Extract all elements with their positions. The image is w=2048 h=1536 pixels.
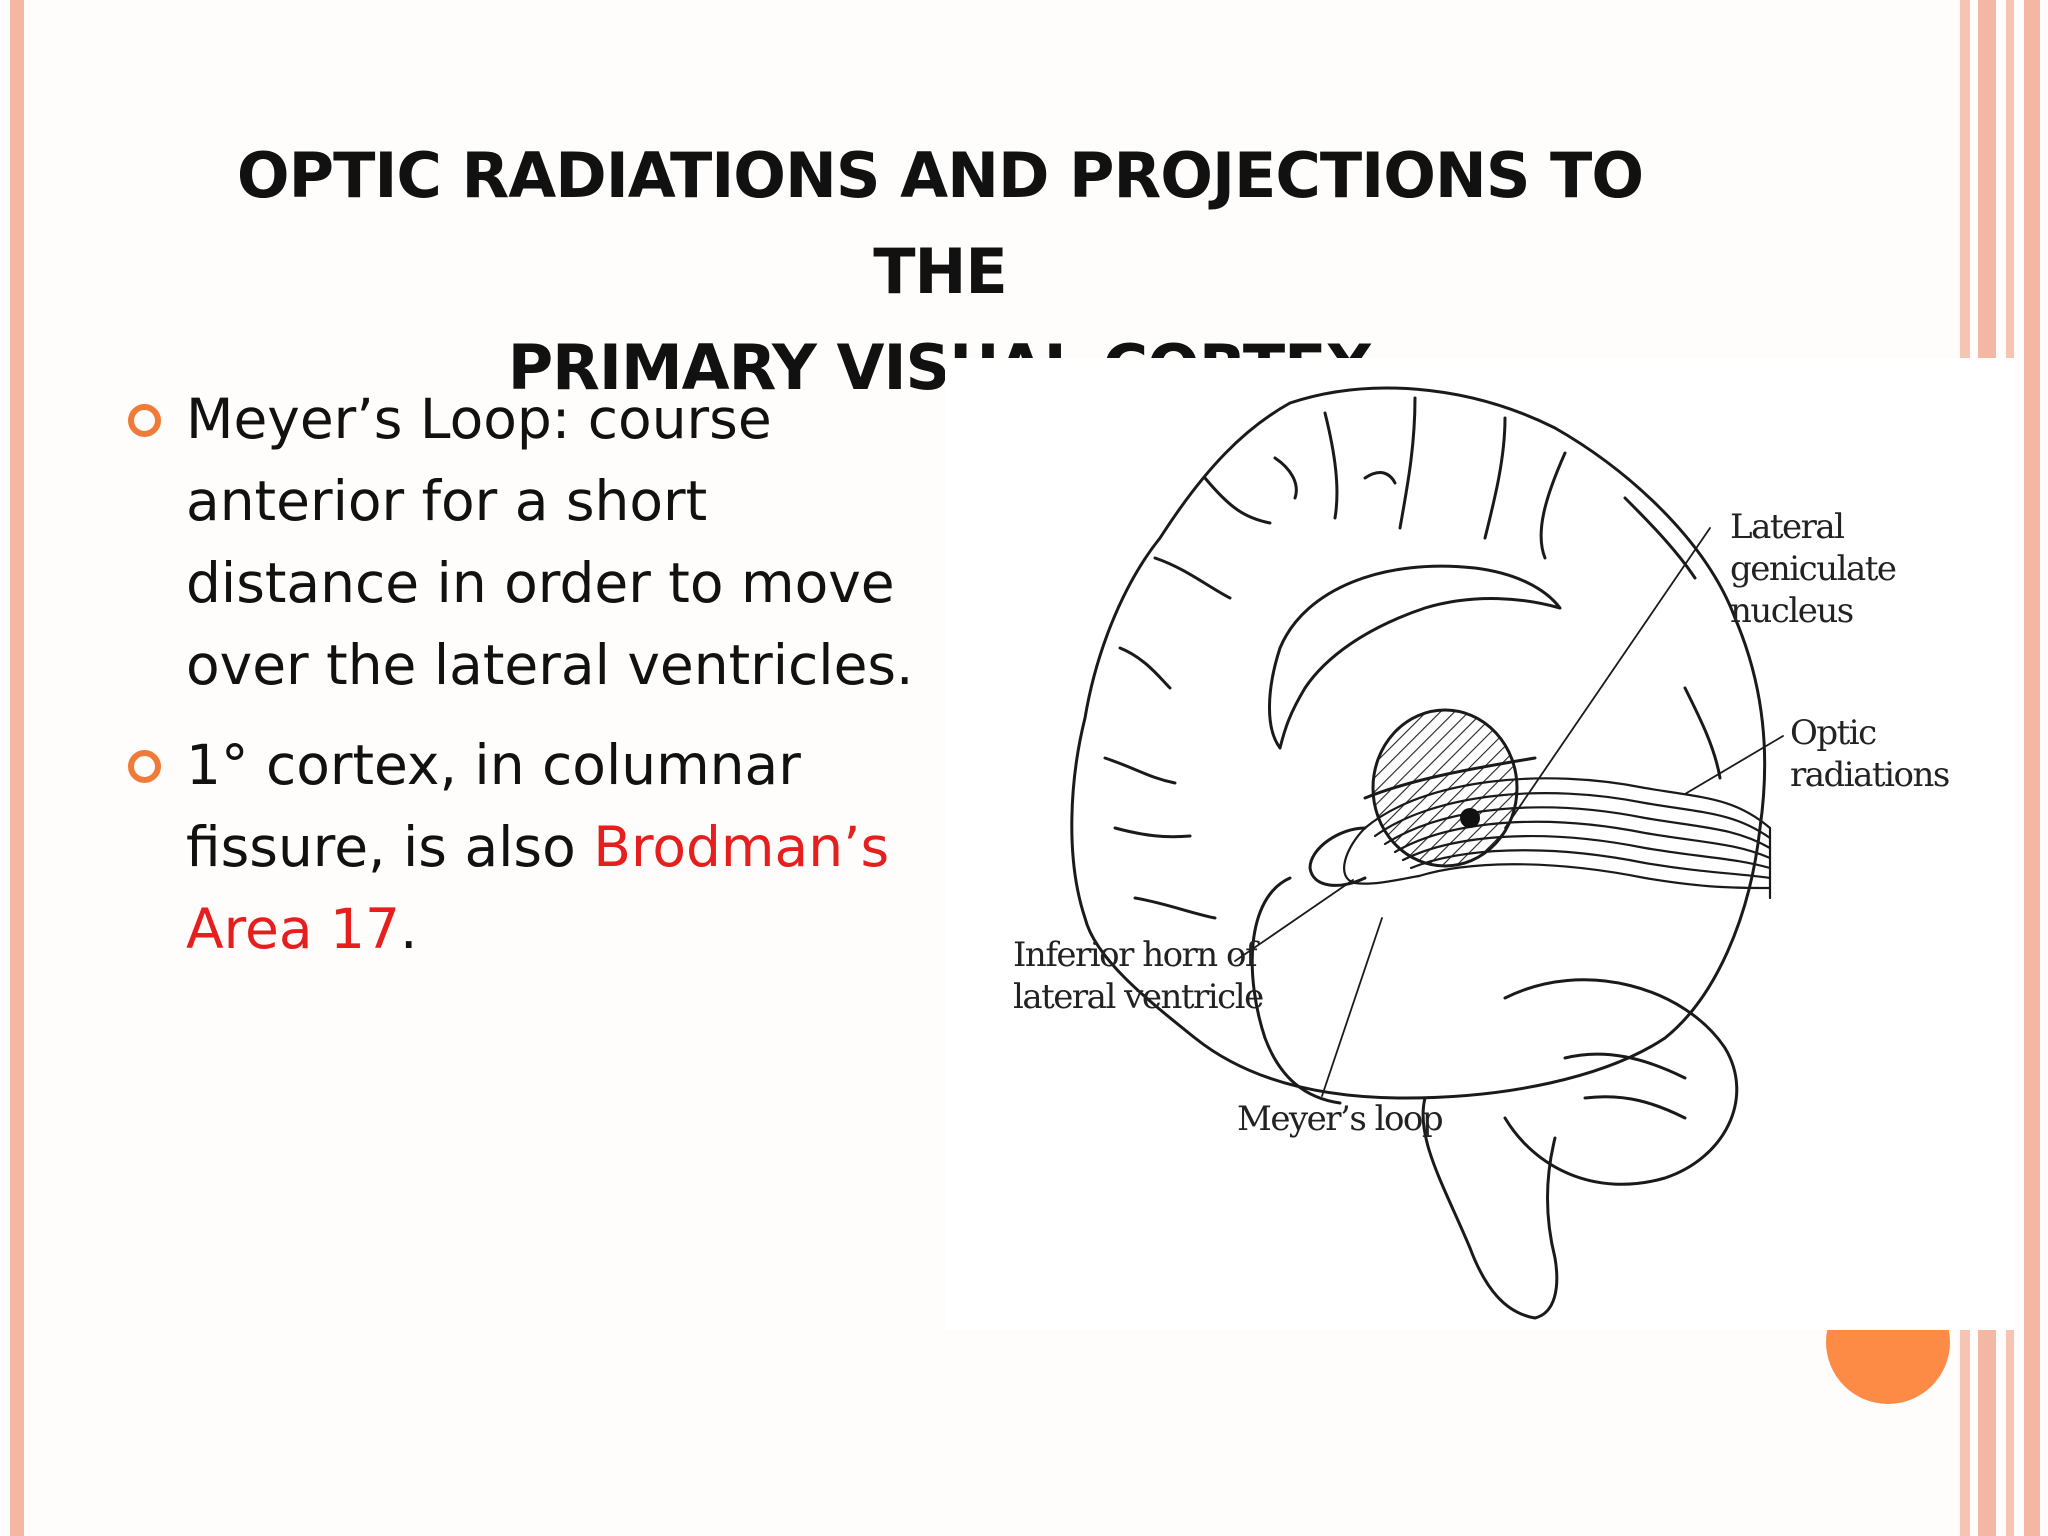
brainstem xyxy=(1421,1096,1559,1320)
brain-diagram: Lateral geniculate nucleus Optic radiati… xyxy=(945,358,2015,1330)
bullet-ring-icon xyxy=(128,404,161,437)
temporal-lobe-outline xyxy=(1250,876,1342,1105)
bullet-highlight-text: Brodman’s Area 17 xyxy=(186,815,890,961)
bullet-text: 1° cortex, in columnar fissure, is also xyxy=(186,733,801,879)
optic-radiations-bands xyxy=(1343,777,1772,900)
label-inferior-horn-line-1: Inferior horn of xyxy=(1013,935,1258,975)
label-meyers-loop: Meyer’s loop xyxy=(1237,1099,1444,1139)
label-optic-radiations: Optic radiations xyxy=(1790,713,1950,795)
bullet-text: Meyer’s Loop: course anterior for a shor… xyxy=(186,387,914,697)
bullet-text-end: . xyxy=(400,897,418,961)
meyers-loop-curve xyxy=(1308,826,1367,887)
brain-illustration xyxy=(1070,386,1784,1320)
slide-title-line-1: OPTIC RADIATIONS AND PROJECTIONS TO THE xyxy=(236,139,1644,308)
label-inferior-horn-line-2: lateral ventricle xyxy=(1013,977,1264,1017)
lgn-marker xyxy=(1460,808,1480,828)
bullet-ring-icon xyxy=(128,750,161,783)
bullet-primary-cortex: 1° cortex, in columnar fissure, is also … xyxy=(124,724,924,970)
label-lgn-line-1: Lateral geniculate xyxy=(1730,507,1897,589)
cerebrum-outline xyxy=(1070,386,1767,1100)
cerebellum xyxy=(1503,978,1739,1186)
bullet-list: Meyer’s Loop: course anterior for a shor… xyxy=(124,378,924,988)
label-lateral-geniculate-nucleus: Lateral geniculate nucleus xyxy=(1730,506,2015,632)
left-border-stripe xyxy=(10,0,24,1536)
lateral-ventricle xyxy=(1268,564,1562,750)
label-lgn-line-2: nucleus xyxy=(1730,591,1854,631)
thalamus xyxy=(1371,708,1519,868)
label-inferior-horn: Inferior horn of lateral ventricle xyxy=(1013,934,1264,1018)
bullet-meyers-loop: Meyer’s Loop: course anterior for a shor… xyxy=(124,378,924,706)
